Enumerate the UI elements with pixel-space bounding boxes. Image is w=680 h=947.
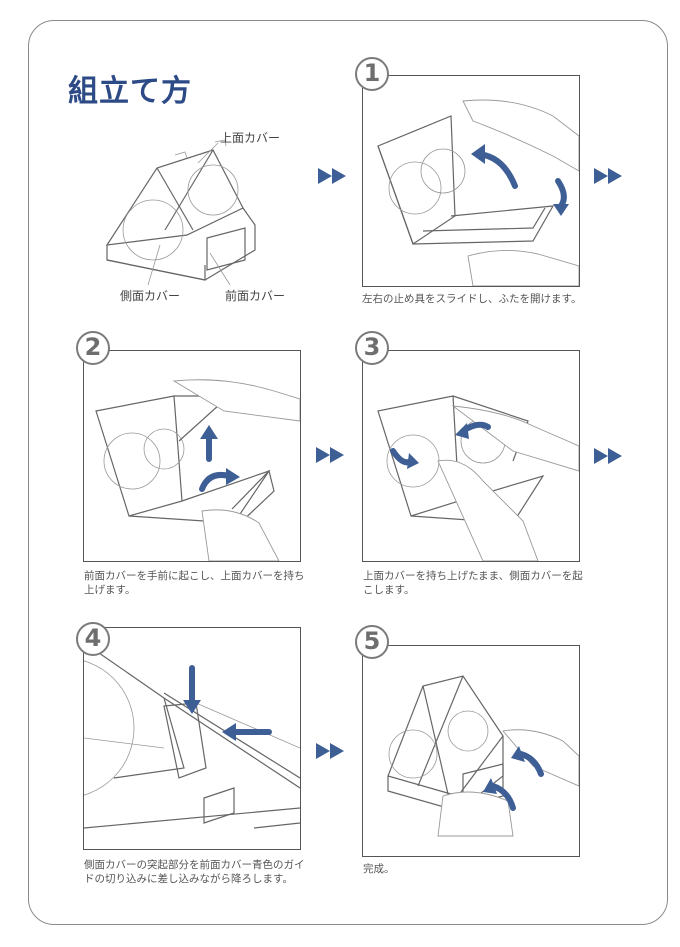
step-3-illustration: [362, 350, 580, 562]
next-arrow-icon: [316, 743, 344, 759]
step-4-illustration: [83, 627, 301, 850]
next-arrow-icon: [594, 168, 622, 184]
step-number-5: 5: [355, 625, 389, 659]
step-number-4: 4: [76, 622, 110, 656]
step-number-3: 3: [355, 331, 389, 365]
page-title: 組立て方: [68, 74, 192, 109]
label-side-cover: 側面カバー: [120, 289, 181, 303]
step-4-caption: 側面カバーの突起部分を前面カバー青色のガイドの切り込みに差し込みながら降ろします…: [84, 859, 305, 885]
step-1-caption: 左右の止め具をスライドし、ふたを開けます。: [362, 293, 582, 305]
step-5-illustration: [362, 645, 580, 857]
instruction-sheet: [28, 20, 668, 925]
step-5-caption: 完成。: [363, 863, 395, 875]
step-2-caption: 前面カバーを手前に起こし、上面カバーを持ち上げます。: [84, 570, 305, 596]
step-number-1: 1: [355, 57, 389, 91]
step-2-illustration: [83, 350, 301, 562]
next-arrow-icon: [316, 447, 344, 463]
overview-illustration: [95, 130, 315, 300]
step-1-illustration: [362, 75, 580, 287]
label-top-cover: 上面カバー: [220, 131, 281, 145]
step-3-caption: 上面カバーを持ち上げたまま、側面カバーを起こします。: [363, 570, 583, 596]
overview-leader-lines: [147, 142, 231, 286]
next-arrow-icon: [318, 168, 346, 184]
next-arrow-icon: [594, 448, 622, 464]
label-front-cover: 前面カバー: [225, 289, 286, 303]
step-number-2: 2: [76, 331, 110, 365]
